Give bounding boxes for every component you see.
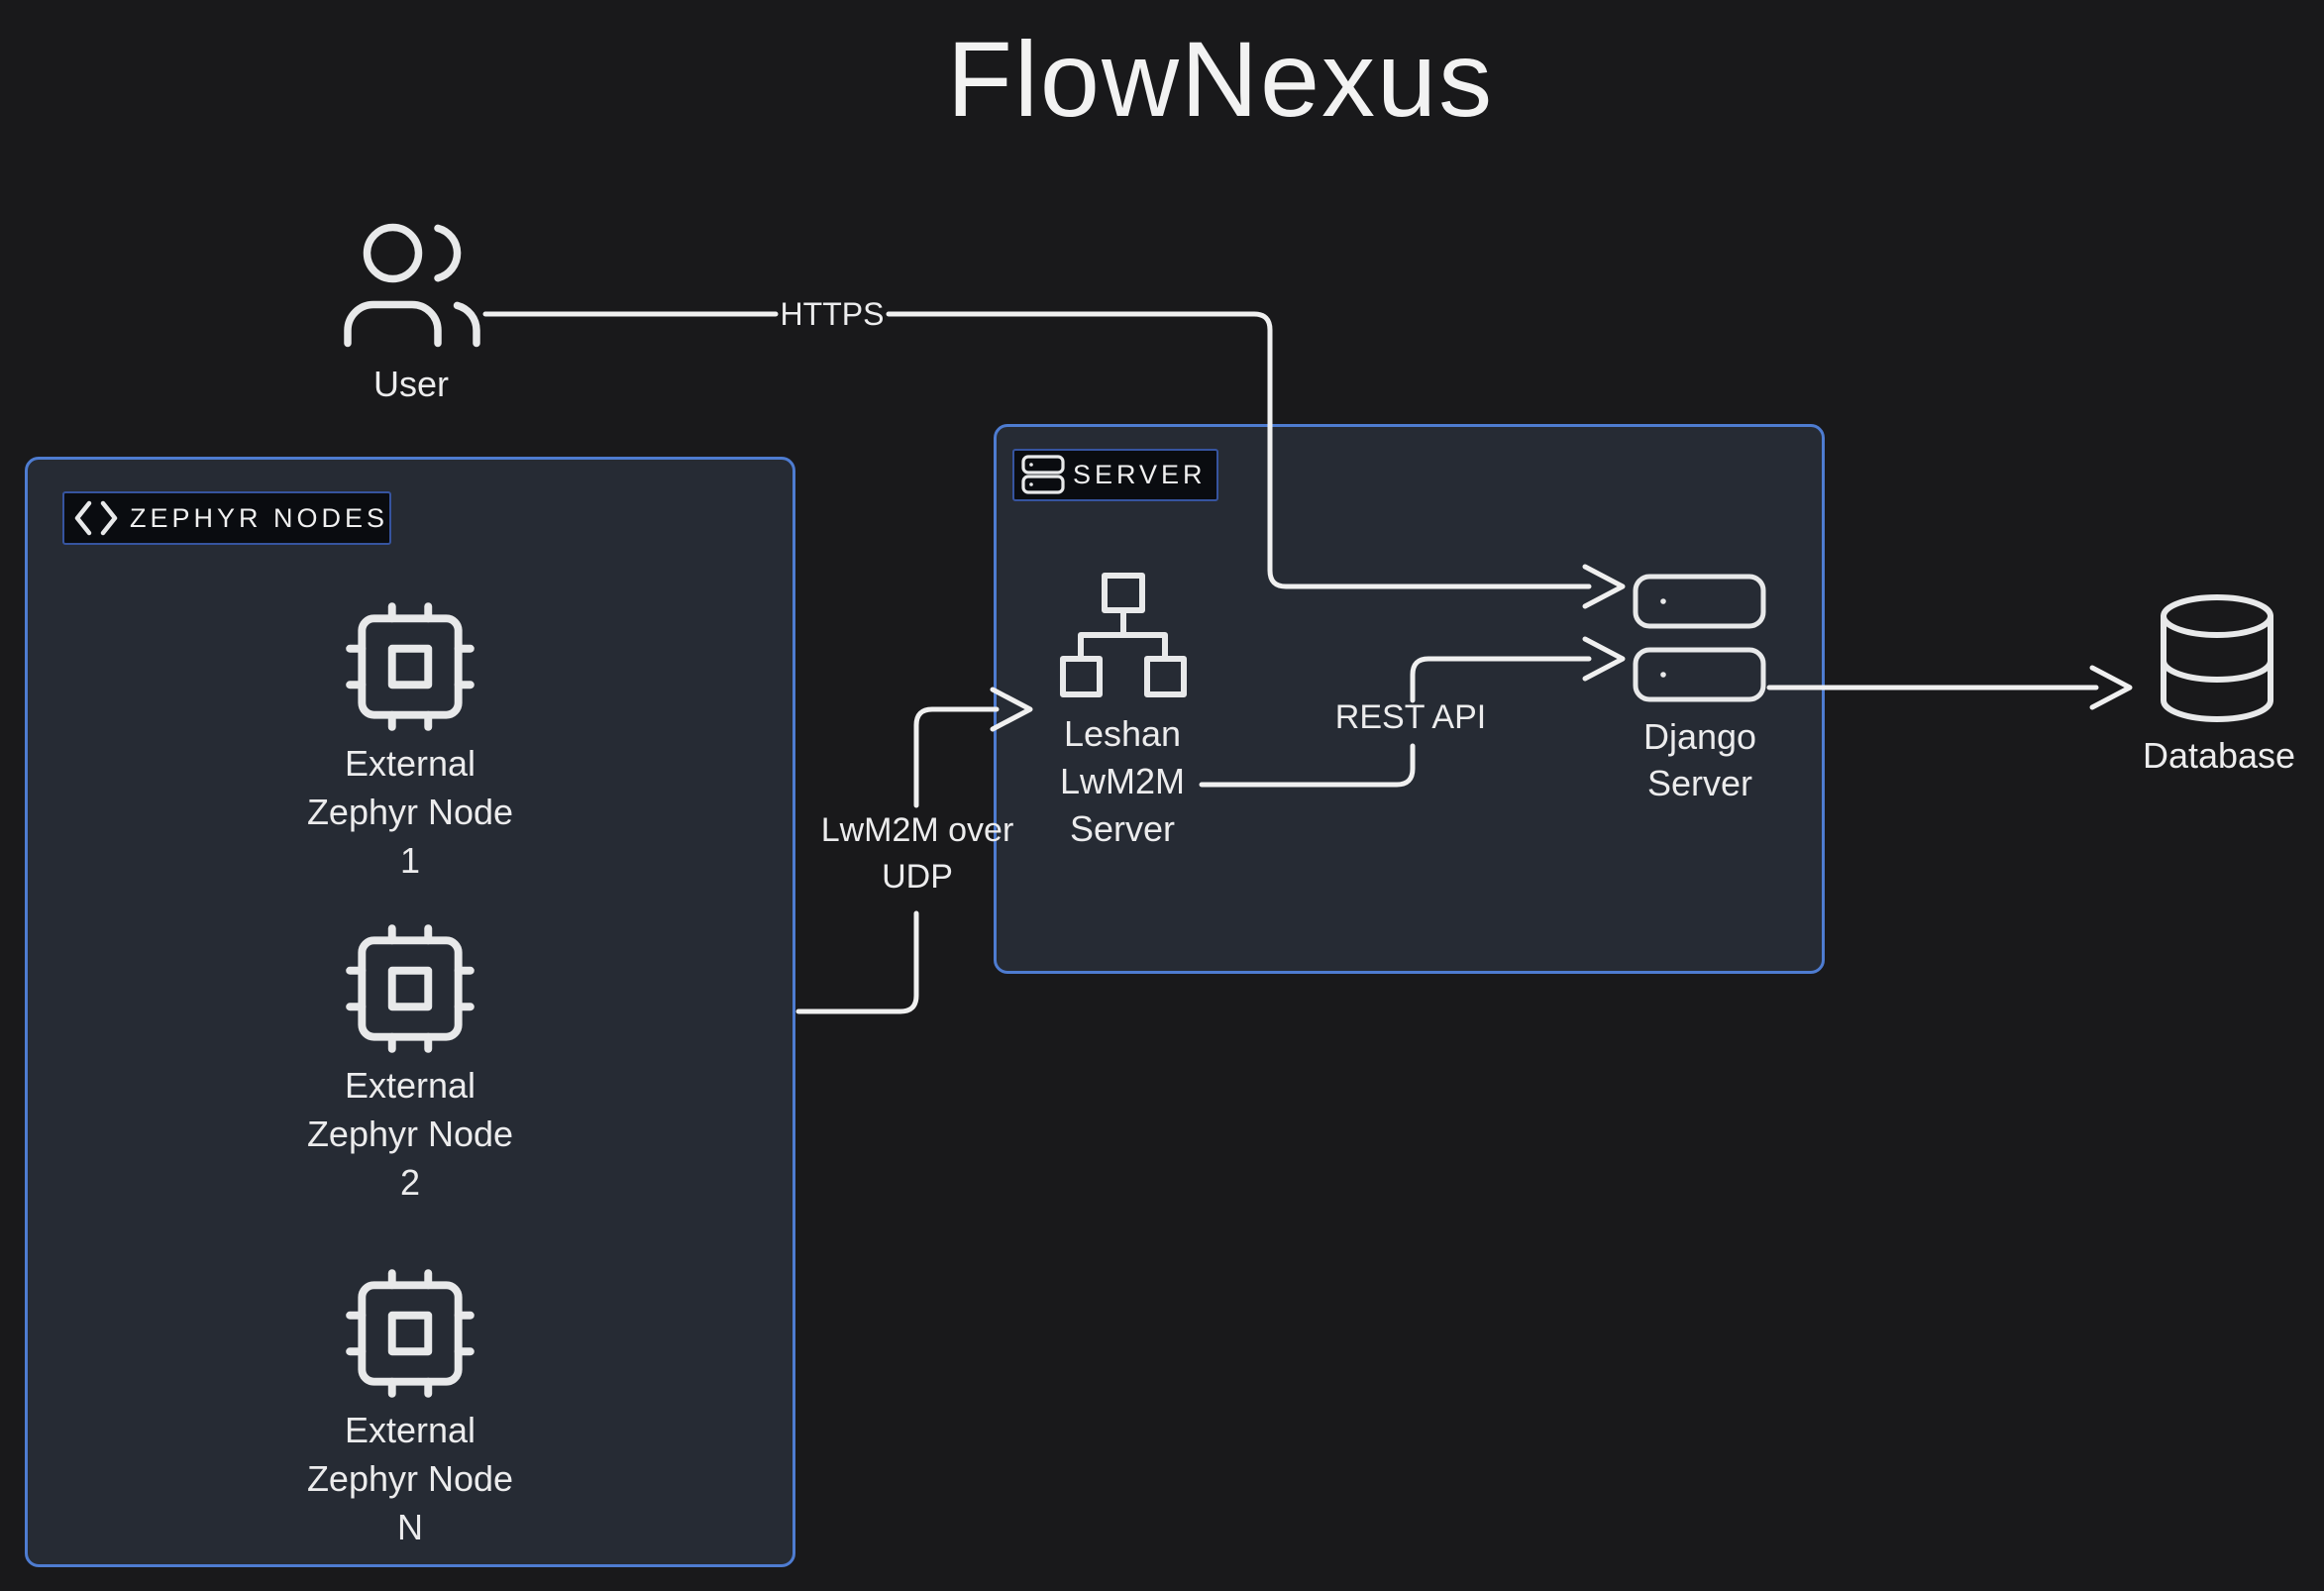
database-icon	[2161, 594, 2273, 722]
cpu-icon	[346, 1269, 475, 1398]
lwm2m-udp-label-line: UDP	[882, 858, 953, 896]
node-label: 2	[399, 1162, 421, 1203]
node-label: 1	[399, 840, 421, 881]
node-label: Zephyr Node	[306, 1114, 514, 1154]
server-rack-icon	[1021, 454, 1065, 494]
node-label: Zephyr Node	[306, 1458, 514, 1499]
leshan-label-line: Leshan	[1063, 713, 1182, 754]
zephyr-node-n: External Zephyr Node N	[28, 1261, 792, 1551]
server-header-label: SERVER	[1073, 460, 1207, 489]
lwm2m-connector-line	[913, 706, 1000, 808]
rest-api-label: REST API	[1334, 698, 1487, 736]
cpu-icon	[346, 602, 475, 731]
node-label: External	[344, 743, 476, 784]
database-label: Database	[2142, 735, 2296, 776]
arrow-head-icon	[2089, 665, 2133, 710]
cpu-icon	[346, 924, 475, 1053]
zephyr-node-1: External Zephyr Node 1	[28, 594, 792, 885]
page-title: FlowNexus	[946, 19, 1495, 139]
node-label: Zephyr Node	[306, 792, 514, 832]
leshan-label-line: Server	[1069, 808, 1176, 849]
node-label: N	[397, 1507, 423, 1547]
lwm2m-connector-line	[795, 910, 919, 1014]
user-label: User	[372, 364, 450, 404]
zephyr-nodes-header: ZEPHYR NODES	[62, 491, 391, 545]
lwm2m-udp-label: LwM2M over UDP	[789, 807, 1046, 901]
code-icon	[74, 500, 118, 536]
node-label: External	[344, 1410, 476, 1450]
lwm2m-udp-label-line: LwM2M over	[820, 811, 1014, 849]
leshan-label-line: LwM2M	[1059, 761, 1186, 801]
django-label: Django Server	[1571, 713, 1829, 806]
zephyr-node-2: External Zephyr Node 2	[28, 916, 792, 1207]
user-icon	[344, 223, 480, 348]
django-server-icon	[1633, 574, 1766, 702]
server-header: SERVER	[1012, 449, 1218, 501]
django-label-line: Server	[1646, 763, 1753, 803]
leshan-label: Leshan LwM2M Server	[994, 710, 1251, 853]
https-label: HTTPS	[780, 296, 885, 332]
node-label: External	[344, 1065, 476, 1106]
zephyr-nodes-header-label: ZEPHYR NODES	[130, 502, 389, 533]
zephyr-nodes-box: ZEPHYR NODES External Zephyr Node 1	[25, 457, 795, 1567]
leshan-hierarchy-icon	[1060, 573, 1187, 697]
django-label-line: Django	[1642, 716, 1757, 757]
